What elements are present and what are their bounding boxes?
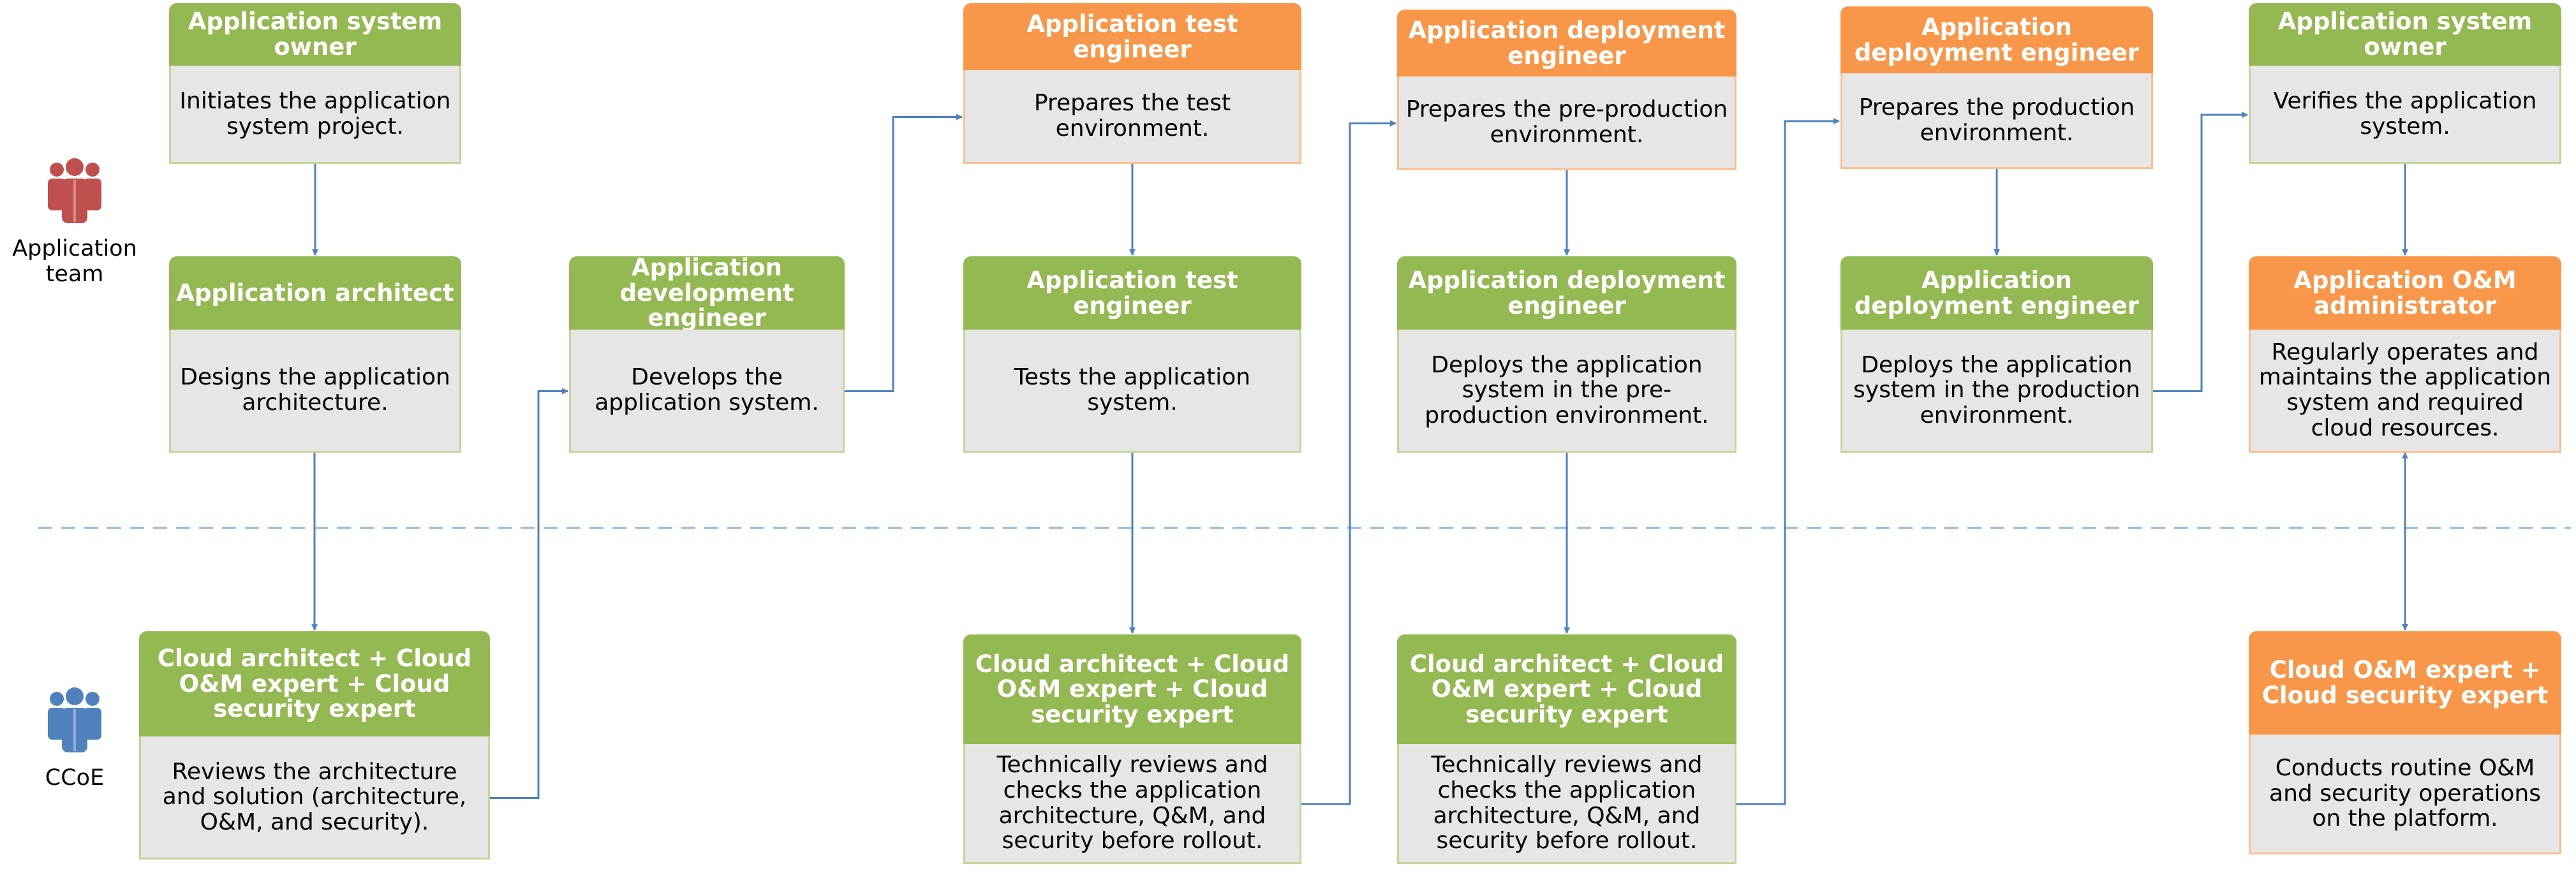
task-description: Prepares the production environment. bbox=[1840, 73, 2153, 169]
lane-application-team: Application team bbox=[11, 153, 138, 288]
task-description: Initiates the application system project… bbox=[169, 66, 461, 164]
lane-label: CCoE bbox=[45, 765, 105, 791]
task-description: Regularly operates and maintains the app… bbox=[2249, 330, 2561, 453]
task-description: Tests the application system. bbox=[963, 330, 1301, 453]
step-operate-maintain: Application O&M administrator Regularly … bbox=[2249, 256, 2561, 453]
task-description: Deploys the application system in the pr… bbox=[1397, 330, 1736, 453]
role-header: Application deployment engineer bbox=[1840, 256, 2153, 330]
task-description: Technically reviews and checks the appli… bbox=[1397, 744, 1736, 864]
role-header: Application deployment engineer bbox=[1397, 10, 1736, 77]
task-description: Designs the application architecture. bbox=[169, 330, 461, 453]
task-description: Prepares the pre-production environment. bbox=[1397, 77, 1736, 170]
role-header: Application O&M administrator bbox=[2249, 256, 2561, 330]
step-routine-om-security: Cloud O&M expert + Cloud security expert… bbox=[2249, 631, 2561, 854]
step-prepare-preprod-env: Application deployment engineer Prepares… bbox=[1397, 10, 1736, 170]
task-description: Prepares the test environment. bbox=[963, 70, 1301, 164]
task-description: Conducts routine O&M and security operat… bbox=[2249, 735, 2561, 854]
role-header: Cloud architect + Cloud O&M expert + Clo… bbox=[139, 631, 490, 736]
task-description: Technically reviews and checks the appli… bbox=[963, 744, 1301, 864]
task-description: Deploys the application system in the pr… bbox=[1840, 330, 2153, 453]
connector-arrow bbox=[845, 113, 963, 392]
step-initiate-project: Application system owner Initiates the a… bbox=[169, 3, 461, 164]
connector-arrow bbox=[490, 388, 568, 799]
role-header: Application test engineer bbox=[963, 3, 1301, 70]
role-header: Application system owner bbox=[169, 3, 461, 66]
step-deploy-preprod: Application deployment engineer Deploys … bbox=[1397, 256, 1736, 453]
step-review-architecture: Cloud architect + Cloud O&M expert + Clo… bbox=[139, 631, 490, 860]
step-test-system: Application test engineer Tests the appl… bbox=[963, 256, 1301, 453]
lane-ccoe: CCoE bbox=[11, 682, 138, 791]
step-verify-system: Application system owner Verifies the ap… bbox=[2249, 3, 2561, 164]
role-header: Application system owner bbox=[2249, 3, 2561, 66]
task-description: Verifies the application system. bbox=[2249, 66, 2561, 164]
role-header: Application deployment engineer bbox=[1840, 6, 2153, 73]
connector-arrow bbox=[2153, 112, 2248, 392]
task-description: Reviews the architecture and solution (a… bbox=[139, 736, 490, 860]
step-design-architecture: Application architect Designs the applic… bbox=[169, 256, 461, 453]
step-deploy-prod: Application deployment engineer Deploys … bbox=[1840, 256, 2153, 453]
role-header: Application development engineer bbox=[569, 255, 845, 331]
step-review-before-rollout-prod: Cloud architect + Cloud O&M expert + Clo… bbox=[1397, 634, 1736, 864]
connector-arrow bbox=[1301, 120, 1396, 805]
people-group-icon bbox=[48, 158, 101, 223]
role-header: Cloud architect + Cloud O&M expert + Clo… bbox=[963, 634, 1301, 744]
step-develop-system: Application development engineer Develop… bbox=[569, 255, 845, 453]
role-header: Application architect bbox=[169, 256, 461, 330]
task-description: Develops the application system. bbox=[569, 330, 845, 453]
role-header: Application test engineer bbox=[963, 256, 1301, 330]
role-header: Cloud O&M expert + Cloud security expert bbox=[2249, 631, 2561, 735]
role-header: Application deployment engineer bbox=[1397, 256, 1736, 330]
people-group-icon bbox=[48, 687, 101, 752]
role-header: Cloud architect + Cloud O&M expert + Clo… bbox=[1397, 634, 1736, 744]
connector-arrow bbox=[1736, 118, 1840, 805]
lane-label: Application team bbox=[12, 236, 137, 288]
step-prepare-prod-env: Application deployment engineer Prepares… bbox=[1840, 6, 2153, 169]
step-review-before-rollout-preprod: Cloud architect + Cloud O&M expert + Clo… bbox=[963, 634, 1301, 864]
step-prepare-test-env: Application test engineer Prepares the t… bbox=[963, 3, 1301, 164]
